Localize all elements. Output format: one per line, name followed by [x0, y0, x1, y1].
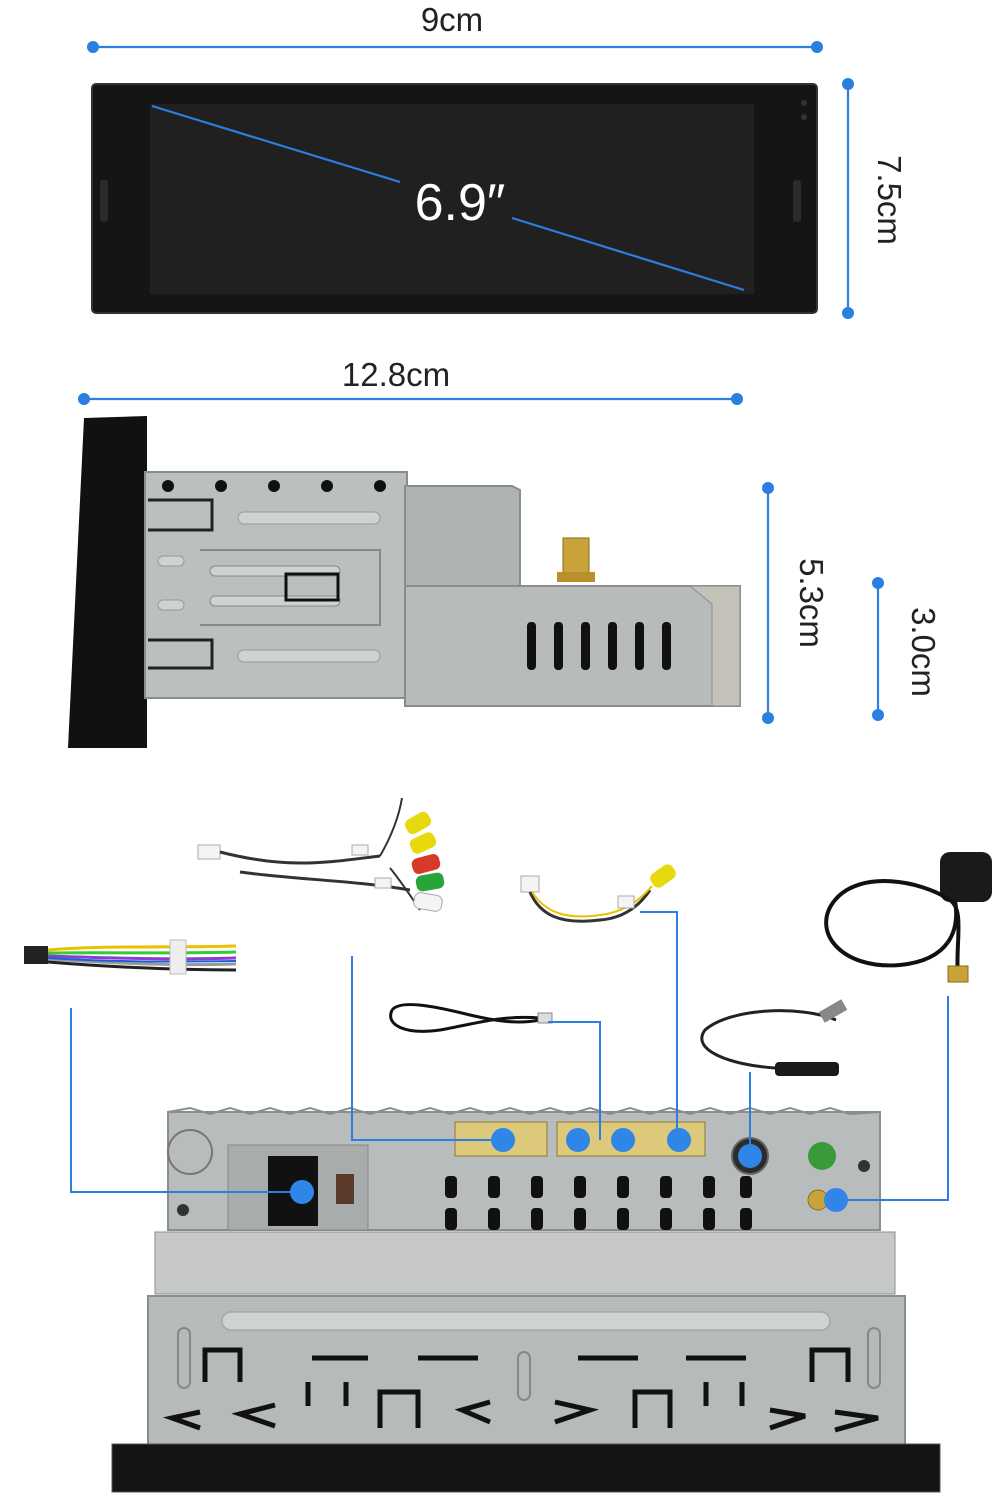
side-rear-plate: [688, 585, 741, 707]
body-depth-dot-left: [78, 393, 90, 405]
side-view: 12.8cm 5.3c: [68, 356, 942, 748]
rear-seal-stamp: [167, 1129, 213, 1175]
screen-size-label: 6.9″: [415, 174, 506, 232]
body-depth-label: 12.8cm: [342, 356, 450, 393]
side-clip-outline: [200, 549, 381, 626]
side-gps-connector-base: [557, 572, 595, 582]
av-port-marker: [491, 1128, 515, 1152]
screen-diagonal-lower: [511, 216, 745, 292]
gps-antenna: [824, 852, 992, 983]
side-chassis-rear: [404, 585, 741, 707]
callout-gps: [836, 996, 949, 1201]
connector-callouts: [70, 911, 949, 1212]
fm-antenna-adapter: [700, 999, 848, 1076]
front-view: 9cm 6.9″ 7.5cm: [87, 1, 908, 319]
rear-screw-left: [177, 1204, 189, 1216]
camera-harness: [520, 864, 676, 923]
bottom-cutouts: [162, 1347, 879, 1433]
rear-height-label: 3.0cm: [905, 607, 942, 697]
side-bracket-bottom: [148, 638, 214, 670]
callout-usb: [548, 1021, 601, 1140]
rear-view: [111, 1106, 941, 1493]
rear-height-dot-bottom: [872, 709, 884, 721]
side-bracket-top: [148, 498, 214, 532]
front-height-label: 7.5cm: [871, 155, 908, 245]
side-clip-tab: [284, 572, 340, 602]
power-port-marker: [290, 1180, 314, 1204]
side-slot-1: [237, 511, 381, 525]
usb-port-marker-2: [611, 1128, 635, 1152]
panel-left-notch: [100, 180, 108, 222]
callout-camera: [640, 911, 678, 1140]
usb-cable: [389, 1003, 553, 1033]
front-width-label: 9cm: [421, 1, 483, 38]
side-vents: [527, 622, 671, 670]
callout-power: [70, 1008, 302, 1193]
panel-right-notch: [793, 180, 801, 222]
rear-vents: [445, 1176, 752, 1230]
accessories: [24, 797, 992, 1076]
gps-port-marker: [824, 1188, 848, 1212]
side-chassis-main: [144, 471, 408, 699]
side-chassis-upper-step: [404, 485, 521, 587]
side-small-slot-2: [157, 599, 185, 611]
antenna-port-marker: [738, 1144, 762, 1168]
bottom-rail: [221, 1311, 831, 1331]
status-sticker: [808, 1142, 836, 1170]
callout-av: [351, 956, 503, 1141]
camera-port-marker: [667, 1128, 691, 1152]
side-gps-connector: [562, 537, 590, 575]
rear-panel-top-edge: [167, 1106, 881, 1116]
side-slot-2: [237, 649, 381, 663]
power-harness: [24, 939, 237, 975]
power-harness-plug: [24, 946, 48, 964]
front-width-dot-right: [811, 41, 823, 53]
rca-av-harness: [197, 797, 445, 912]
front-height-dot-top: [842, 78, 854, 90]
panel-indicator-1: [801, 100, 807, 106]
rear-height-dot-top: [872, 577, 884, 589]
side-screw-holes: [162, 480, 386, 492]
front-width-dot-left: [87, 41, 99, 53]
fuse: [336, 1174, 354, 1204]
usb-port-marker-1: [566, 1128, 590, 1152]
body-height-label: 5.3cm: [793, 558, 830, 648]
bottom-bezel: [111, 1443, 941, 1493]
front-height-dot-bottom: [842, 307, 854, 319]
rear-screw-right: [858, 1160, 870, 1172]
panel-indicator-2: [801, 114, 807, 120]
gps-antenna-module: [940, 852, 992, 902]
side-small-slot-1: [157, 555, 185, 567]
screen-diagonal-upper: [151, 104, 401, 184]
body-height-dot-bottom: [762, 712, 774, 724]
body-height-dot-top: [762, 482, 774, 494]
side-bezel: [68, 416, 147, 748]
body-depth-dot-right: [731, 393, 743, 405]
rear-chassis-band: [154, 1231, 896, 1295]
